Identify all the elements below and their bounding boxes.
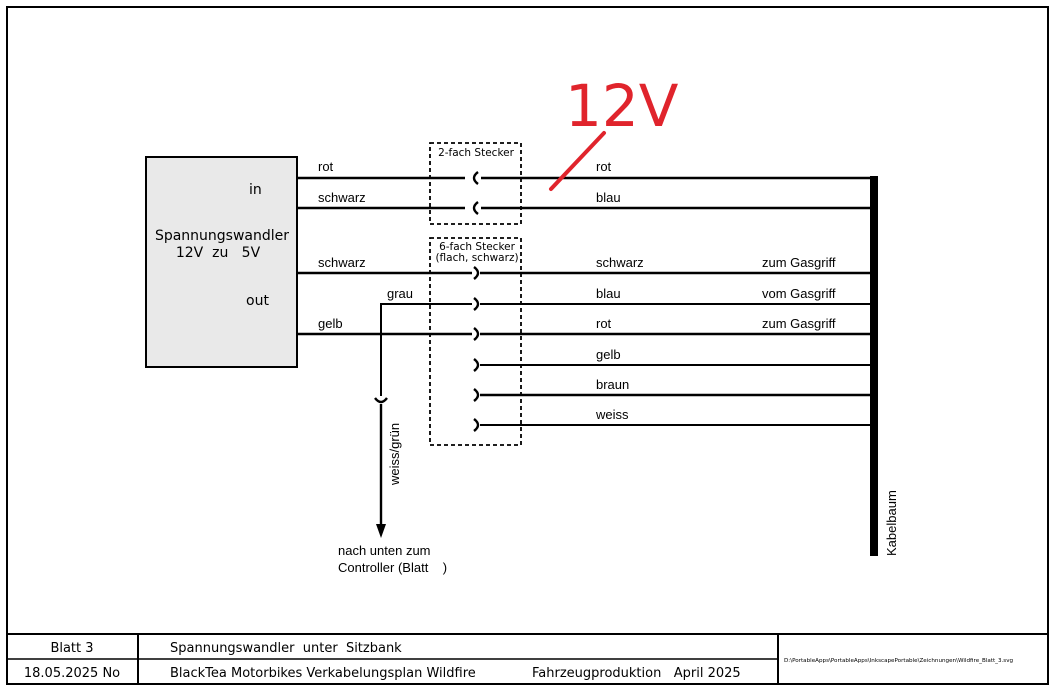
wire-label-schwarz-in: schwarz <box>318 190 366 205</box>
wire-dest-4: zum Gasgriff <box>762 316 836 331</box>
wire-label-gelb: gelb <box>318 316 343 331</box>
production-date: Fahrzeugproduktion April 2025 <box>532 666 741 681</box>
arrow-down-icon <box>376 524 386 538</box>
wire-out-gelb <box>297 327 873 341</box>
connector-6-pin-sublabel: (flach, schwarz) <box>435 252 518 264</box>
sheet-date: 18.05.2025 No <box>24 666 120 681</box>
wire-down-weiss-gruen <box>374 397 388 538</box>
controller-note-line2: Controller (Blatt ) <box>338 560 447 575</box>
cable-harness-bar <box>870 176 878 556</box>
wire-pin-6 <box>473 418 873 432</box>
wire-label-right-5: gelb <box>596 347 621 362</box>
cable-harness-label: Kabelbaum <box>884 490 899 556</box>
wire-label-weiss-gruen: weiss/grün <box>387 423 402 486</box>
wire-dest-3: vom Gasgriff <box>762 286 836 301</box>
connector-6-pin-box <box>429 237 522 446</box>
wire-out-schwarz <box>297 266 873 280</box>
wire-label-right-2: schwarz <box>596 255 644 270</box>
controller-note-line1: nach unten zum <box>338 543 431 558</box>
annotation-12v-text: 12V <box>565 72 679 140</box>
wire-label-right-4: rot <box>596 316 612 331</box>
title-block: Blatt 3 18.05.2025 No Spannungswandler u… <box>7 633 1048 684</box>
converter-out-label: out <box>246 293 269 309</box>
wire-in-rot <box>297 171 873 185</box>
wire-label-right-1: blau <box>596 190 621 205</box>
wire-in-schwarz <box>297 201 873 215</box>
wire-label-right-3: blau <box>596 286 621 301</box>
wire-label-right-7: weiss <box>595 407 629 422</box>
drawing-frame <box>6 6 1049 685</box>
connector-2-pin-box <box>429 142 522 225</box>
converter-title: Spannungswandler <box>155 228 289 244</box>
sheet-subtitle: Spannungswandler unter Sitzbank <box>170 641 402 656</box>
wire-label-right-6: braun <box>596 377 629 392</box>
connector-6-pin-label: 6-fach Stecker <box>439 241 516 253</box>
converter-in-label: in <box>249 182 262 198</box>
wire-label-rot-in: rot <box>318 159 334 174</box>
converter-subtitle: 12V zu 5V <box>176 245 261 261</box>
file-path: D:\PortableApps\PortableApps\InkscapePor… <box>784 658 1014 664</box>
annotation-12v: 12V <box>549 72 679 191</box>
wire-label-schwarz-out: schwarz <box>318 255 366 270</box>
wire-label-grau: grau <box>387 286 413 301</box>
wire-pin-5 <box>473 388 873 402</box>
voltage-converter-box <box>145 156 298 368</box>
project-title: BlackTea Motorbikes Verkabelungsplan Wil… <box>170 666 476 681</box>
connector-2-pin-label: 2-fach Stecker <box>438 147 515 159</box>
wire-dest-2: zum Gasgriff <box>762 255 836 270</box>
annotation-12v-pointer <box>549 131 606 191</box>
wire-out-grau <box>380 297 873 396</box>
sheet-number: Blatt 3 <box>50 641 93 656</box>
wire-pin-4 <box>473 358 873 372</box>
wire-label-right-0: rot <box>596 159 612 174</box>
